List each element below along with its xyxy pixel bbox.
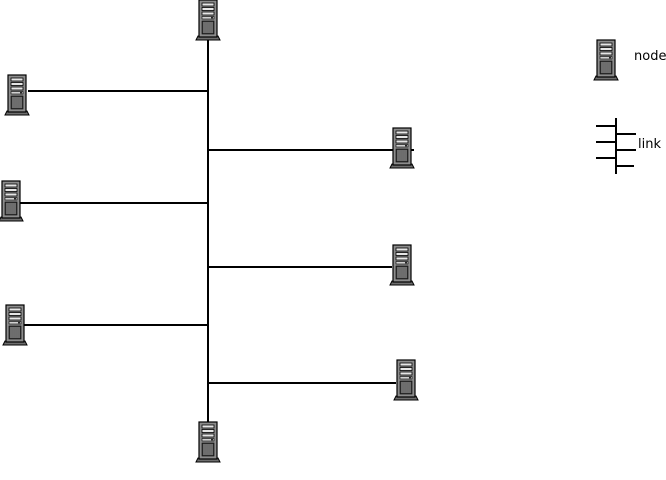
legend-node-label: node [634,49,666,64]
server-icon [389,127,415,169]
server-icon [0,180,24,222]
legend-link: link [596,118,661,174]
server-icon [593,39,619,81]
legend-node: node [593,39,666,81]
server-icon [393,359,419,401]
bus-link-icon [596,118,636,174]
legend-link-label: link [638,137,661,152]
server-icon [195,421,221,463]
server-icon [195,0,221,41]
server-icon [389,244,415,286]
server-icon [4,74,30,116]
server-icon [2,304,28,346]
